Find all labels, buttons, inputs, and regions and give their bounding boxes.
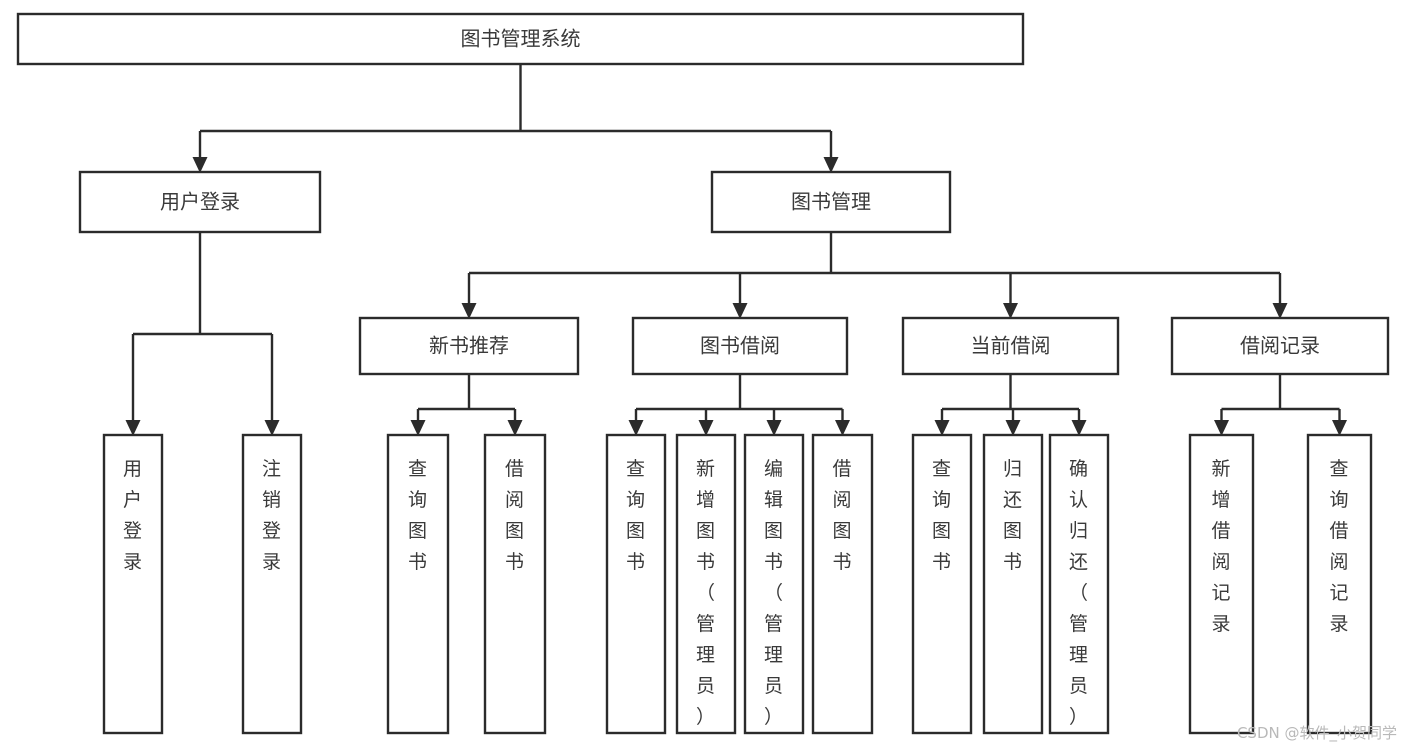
- node-leaf-return-book-label: 归还图书: [1003, 458, 1023, 573]
- node-book-manage-label: 图书管理: [791, 190, 871, 214]
- node-book-borrow-box[interactable]: [631, 316, 849, 376]
- arrow-head-icon: [125, 420, 141, 436]
- node-leaf-user-login-box[interactable]: [102, 433, 164, 735]
- node-leaf-query-book-2-box[interactable]: [605, 433, 667, 735]
- connector-group-root: [192, 64, 839, 173]
- node-leaf-edit-book-label: 编辑图书（管理员）: [764, 458, 784, 728]
- arrow-head-icon: [461, 303, 477, 319]
- node-current-borrow-label: 当前借阅: [971, 334, 1051, 358]
- node-leaf-edit-book-box[interactable]: [743, 433, 805, 735]
- arrow-head-icon: [835, 420, 850, 436]
- arrow-head-icon: [192, 157, 208, 173]
- node-leaf-edit-book[interactable]: 编辑图书（管理员）: [743, 433, 805, 735]
- node-leaf-user-login[interactable]: 用户登录: [102, 433, 164, 735]
- arrow-head-icon: [628, 420, 644, 436]
- arrow-head-icon: [934, 420, 950, 436]
- node-book-manage-box[interactable]: [710, 170, 952, 234]
- connector-group-book-manage: [461, 232, 1288, 319]
- node-leaf-query-record-box[interactable]: [1306, 433, 1373, 735]
- arrow-head-icon: [410, 420, 426, 436]
- node-current-borrow-box[interactable]: [901, 316, 1120, 376]
- node-leaf-borrow-book-1-label: 借阅图书: [505, 458, 525, 573]
- node-book-manage[interactable]: 图书管理: [710, 170, 952, 234]
- node-leaf-borrow-book-2[interactable]: 借阅图书: [811, 433, 874, 735]
- arrow-head-icon: [732, 303, 748, 319]
- node-leaf-query-book-1[interactable]: 查询图书: [386, 433, 450, 735]
- arrow-head-icon: [698, 420, 714, 436]
- node-leaf-query-book-2[interactable]: 查询图书: [605, 433, 667, 735]
- node-leaf-query-record-label: 查询借阅记录: [1329, 458, 1349, 635]
- node-leaf-confirm-return[interactable]: 确认归还（管理员）: [1048, 433, 1110, 735]
- connector-layer: [125, 64, 1347, 436]
- node-book-borrow[interactable]: 图书借阅: [631, 316, 849, 376]
- node-leaf-add-book-label: 新增图书（管理员）: [696, 458, 716, 728]
- connector-group-book-borrow: [628, 374, 850, 436]
- node-leaf-add-book[interactable]: 新增图书（管理员）: [675, 433, 737, 735]
- arrow-head-icon: [1071, 420, 1087, 436]
- node-leaf-user-logout-label: 注销登录: [262, 458, 282, 573]
- connector-group-borrow-record: [1214, 374, 1347, 436]
- connector-group-new-book-recommend: [410, 374, 523, 436]
- arrow-head-icon: [1214, 420, 1229, 436]
- arrow-head-icon: [1003, 303, 1018, 319]
- node-leaf-query-book-1-box[interactable]: [386, 433, 450, 735]
- node-borrow-record[interactable]: 借阅记录: [1170, 316, 1390, 376]
- node-book-borrow-label: 图书借阅: [700, 334, 780, 358]
- node-user-login[interactable]: 用户登录: [78, 170, 322, 234]
- node-leaf-query-book-3-box[interactable]: [911, 433, 973, 735]
- node-root[interactable]: 图书管理系统: [16, 12, 1025, 66]
- node-user-login-label: 用户登录: [160, 190, 240, 214]
- node-leaf-query-book-3[interactable]: 查询图书: [911, 433, 973, 735]
- node-leaf-add-record-box[interactable]: [1188, 433, 1255, 735]
- node-leaf-borrow-book-2-box[interactable]: [811, 433, 874, 735]
- node-user-login-box[interactable]: [78, 170, 322, 234]
- node-leaf-add-record[interactable]: 新增借阅记录: [1188, 433, 1255, 735]
- node-leaf-borrow-book-1-box[interactable]: [483, 433, 547, 735]
- node-leaf-borrow-book-1[interactable]: 借阅图书: [483, 433, 547, 735]
- arrow-head-icon: [507, 420, 523, 436]
- node-leaf-user-logout-box[interactable]: [241, 433, 303, 735]
- connector-group-current-borrow: [934, 374, 1087, 436]
- node-root-label: 图书管理系统: [461, 27, 581, 51]
- node-leaf-user-login-label: 用户登录: [123, 458, 143, 573]
- node-borrow-record-box[interactable]: [1170, 316, 1390, 376]
- node-new-book-recommend[interactable]: 新书推荐: [358, 316, 580, 376]
- arrow-head-icon: [1272, 303, 1288, 319]
- node-leaf-add-record-label: 新增借阅记录: [1211, 458, 1231, 635]
- node-leaf-query-book-3-label: 查询图书: [932, 458, 952, 573]
- node-leaf-add-book-box[interactable]: [675, 433, 737, 735]
- node-leaf-borrow-book-2-label: 借阅图书: [832, 458, 852, 573]
- node-leaf-query-book-2-label: 查询图书: [626, 458, 646, 573]
- node-leaf-return-book[interactable]: 归还图书: [982, 433, 1044, 735]
- node-current-borrow[interactable]: 当前借阅: [901, 316, 1120, 376]
- node-leaf-return-book-box[interactable]: [982, 433, 1044, 735]
- node-leaf-confirm-return-label: 确认归还（管理员）: [1069, 458, 1089, 728]
- node-layer: 图书管理系统用户登录图书管理新书推荐图书借阅当前借阅借阅记录用户登录注销登录查询…: [16, 12, 1390, 735]
- arrow-head-icon: [1332, 420, 1347, 436]
- arrow-head-icon: [766, 420, 782, 436]
- node-root-box[interactable]: [16, 12, 1025, 66]
- arrow-head-icon: [264, 420, 280, 436]
- connector-group-user-login: [125, 232, 280, 436]
- node-leaf-query-book-1-label: 查询图书: [408, 458, 428, 573]
- arrow-head-icon: [1005, 420, 1021, 436]
- node-leaf-query-record[interactable]: 查询借阅记录: [1306, 433, 1373, 735]
- node-leaf-confirm-return-box[interactable]: [1048, 433, 1110, 735]
- node-borrow-record-label: 借阅记录: [1240, 334, 1320, 358]
- node-new-book-recommend-box[interactable]: [358, 316, 580, 376]
- node-leaf-user-logout[interactable]: 注销登录: [241, 433, 303, 735]
- node-new-book-recommend-label: 新书推荐: [429, 334, 509, 358]
- arrow-head-icon: [823, 157, 839, 173]
